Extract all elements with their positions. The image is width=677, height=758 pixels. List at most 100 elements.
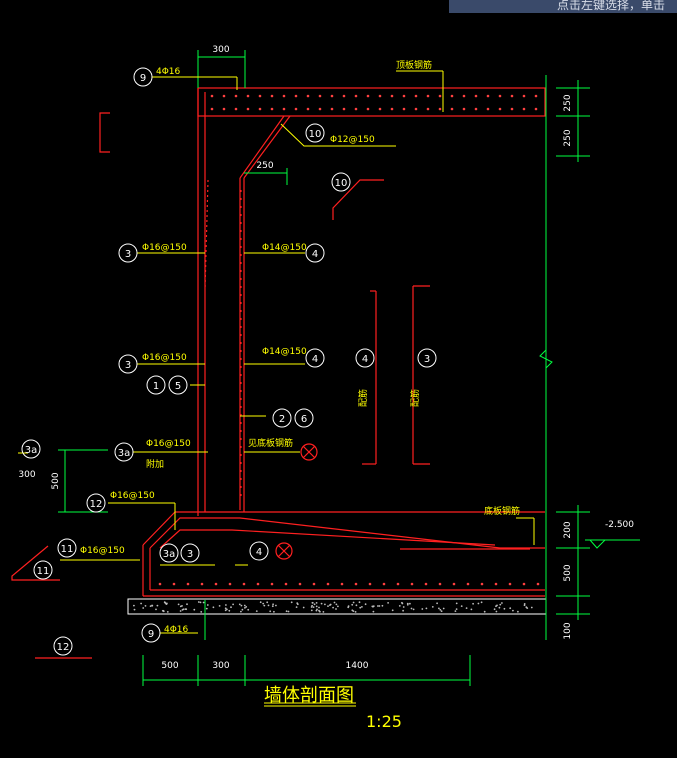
pad-texture-dot (498, 606, 501, 609)
pad-texture-dot (212, 606, 215, 609)
rebar-dot (222, 107, 226, 111)
rebar-dot (466, 582, 470, 586)
pad-texture-dot (244, 607, 246, 609)
marker-10-top: 10 (309, 129, 322, 140)
dim-left-300: 300 (18, 470, 35, 480)
pad-texture-dot (155, 608, 157, 611)
rebar-dot (498, 107, 502, 111)
note-rebar-4-lower: Φ14@150 (262, 347, 307, 357)
rebar-dot (318, 107, 322, 111)
rebar-dot (534, 94, 538, 98)
rebar-dot (342, 107, 346, 111)
pad-texture-dot (315, 609, 318, 612)
pad-texture-dot (243, 604, 246, 607)
pad-texture-dot (333, 601, 336, 604)
pad-texture-dot (312, 606, 315, 608)
rebar-dot (298, 582, 302, 586)
pad-texture-dot (530, 606, 533, 609)
pad-texture-dot (226, 608, 228, 611)
marker-1: 1 (153, 381, 159, 392)
pad-texture-dot (200, 611, 203, 613)
pad-texture-dot (372, 610, 375, 613)
rebar-dot (462, 107, 466, 111)
dim-right-200: 200 (563, 521, 573, 538)
pad-texture-dot (142, 607, 145, 609)
pad-texture-dot (259, 601, 262, 604)
dim-haunch-250: 250 (256, 161, 273, 171)
pad-texture-dot (144, 605, 147, 607)
note-rebar-3a-extra: 附加 (146, 458, 164, 470)
pad-texture-dot (263, 604, 266, 607)
titlebar-text: 点击左键选择，单击 (557, 0, 666, 12)
rebar-dot (498, 94, 502, 98)
pad-texture-dot (442, 607, 445, 610)
rebar-dot (342, 94, 346, 98)
pad-texture-dot (470, 608, 473, 611)
pad-texture-dot (337, 605, 339, 608)
rebar-dot (414, 107, 418, 111)
dim-bottom-1400: 1400 (346, 661, 369, 671)
rebar-dot (246, 107, 250, 111)
pad-texture-dot (206, 604, 209, 606)
pad-texture-dot (354, 611, 357, 613)
rebar-dot (258, 107, 262, 111)
pad-texture-dot (310, 609, 313, 612)
pad-texture-dot (409, 602, 411, 605)
rebar-dot (282, 94, 286, 98)
pad-texture-dot (177, 603, 180, 606)
note-rebar-3-lower: Φ16@150 (142, 353, 187, 363)
pad-texture-dot (477, 602, 480, 605)
pad-texture-dot (166, 602, 168, 605)
pad-texture-dot (287, 610, 290, 613)
pad-texture-dot (501, 602, 503, 604)
pad-texture-dot (465, 607, 468, 609)
rebar-dot (450, 107, 454, 111)
rebar-dot (294, 94, 298, 98)
pad-texture-dot (523, 604, 526, 607)
leader-lines (18, 70, 535, 707)
foundation-pad (127, 598, 547, 615)
pad-texture-dot (156, 604, 159, 607)
note-rebar-12: Φ16@150 (110, 491, 155, 501)
pad-texture-dot (232, 603, 235, 606)
rebar-dot (486, 107, 490, 111)
pad-texture-dot (455, 602, 458, 605)
pad-texture-dot (410, 607, 413, 610)
pad-texture-dot (133, 608, 136, 611)
pad-texture-dot (526, 607, 529, 609)
rebar-dot (426, 107, 430, 111)
pad-texture-dot (266, 601, 269, 604)
rebar-dot (510, 94, 514, 98)
rebar-dot (354, 107, 358, 111)
pad-texture-dot (493, 608, 496, 611)
roof-rebar-dots (210, 94, 538, 111)
marker-circles (21, 67, 437, 656)
rebar-dot (158, 582, 162, 586)
pad-texture-dot (322, 611, 325, 613)
pad-texture-dot (352, 610, 355, 612)
pad-texture-dot (267, 604, 270, 607)
rebar-dot (330, 94, 334, 98)
dim-top-300: 300 (212, 45, 229, 55)
rebar-dot (354, 582, 358, 586)
pad-texture-dot (517, 610, 519, 613)
rebar-dot (246, 94, 250, 98)
pad-texture-dot (161, 609, 164, 612)
drawing-scale: 1:25 (366, 712, 402, 731)
rebar-dot (270, 94, 274, 98)
pad-texture-dot (378, 605, 381, 607)
note-floor-rebar: 底板钢筋 (484, 505, 520, 517)
pad-texture-dot (412, 608, 415, 611)
elevation-label: -2.500 (605, 520, 634, 530)
rebar-dot (282, 107, 286, 111)
note-4phi16-bottom: 4Φ16 (164, 625, 189, 635)
rebar-dot (368, 582, 372, 586)
pad-texture-dot (421, 608, 424, 610)
pad-texture-dot (182, 608, 185, 611)
pad-texture-dot (318, 606, 320, 609)
pad-texture-dot (406, 603, 409, 606)
marker-4-lower: 4 (312, 354, 318, 365)
rebar-dot (424, 582, 428, 586)
pad-texture-dot (133, 604, 135, 607)
